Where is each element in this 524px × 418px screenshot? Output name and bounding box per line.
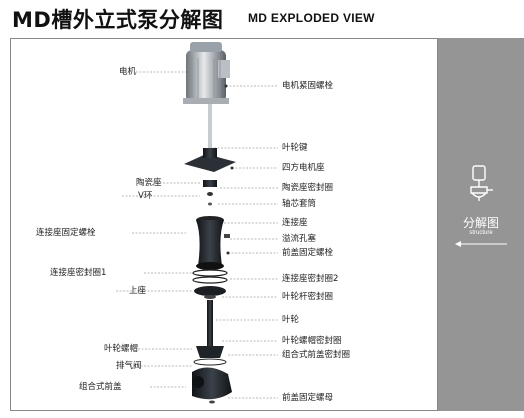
label-v-ring: V环 <box>138 191 153 201</box>
bolts <box>224 84 234 255</box>
combo-front-cover <box>192 367 232 404</box>
pump-icon <box>470 165 493 201</box>
side-panel: 分解图 structure <box>438 38 524 411</box>
connector-body <box>196 216 230 270</box>
label-front-cover-nut: 前盖固定螺母 <box>282 393 334 403</box>
label-connector: 连接座 <box>282 218 308 228</box>
label-ceramic-seat-seal: 陶瓷座密封圈 <box>282 183 334 193</box>
impeller <box>196 300 224 358</box>
ceramic-seat <box>203 180 217 206</box>
label-connector-fix-bolt: 连接座固定螺栓 <box>36 228 96 238</box>
label-combo-front-cover: 组合式前盖 <box>79 382 122 392</box>
label-impeller-nut: 叶轮螺帽 <box>104 344 139 354</box>
label-overflow-plug: 溢流孔塞 <box>282 234 317 244</box>
label-connector-seal-ring-2: 连接座密封圈2 <box>282 274 339 284</box>
page-subtitle: MD EXPLODED VIEW <box>248 11 375 25</box>
side-panel-label: 分解图 <box>462 216 499 230</box>
label-square-motor-base: 四方电机座 <box>282 163 325 173</box>
upper-seat <box>194 286 226 299</box>
impeller-nut <box>193 358 227 366</box>
side-panel-sublabel: structure <box>469 230 493 236</box>
square-motor-base <box>184 148 236 172</box>
label-impeller-nut-seal: 叶轮螺帽密封圈 <box>282 336 342 346</box>
label-connector-seal-ring-1: 连接座密封圈1 <box>50 268 107 278</box>
label-impeller: 叶轮 <box>282 315 300 325</box>
label-shaft-sleeve: 轴芯套筒 <box>282 199 317 209</box>
label-upper-seat: 上座 <box>129 286 147 296</box>
label-front-cover-bolt: 前盖固定螺栓 <box>282 248 334 258</box>
seal-rings <box>192 269 228 284</box>
arrow-left-icon <box>455 241 507 247</box>
leader-lines <box>116 71 278 399</box>
label-impeller-key: 叶轮键 <box>282 143 308 153</box>
label-motor-bolt: 电机紧固螺栓 <box>282 81 334 91</box>
label-impeller-rod-seal: 叶轮杆密封圈 <box>282 292 334 302</box>
label-ceramic-seat: 陶瓷座 <box>136 178 162 188</box>
label-combo-cover-seal: 组合式前盖密封圈 <box>282 350 351 360</box>
label-motor: 电机 <box>119 67 137 77</box>
label-vent-valve: 排气阀 <box>116 361 142 371</box>
motor <box>183 42 230 152</box>
page-title: MD槽外立式泵分解图 <box>12 8 224 32</box>
